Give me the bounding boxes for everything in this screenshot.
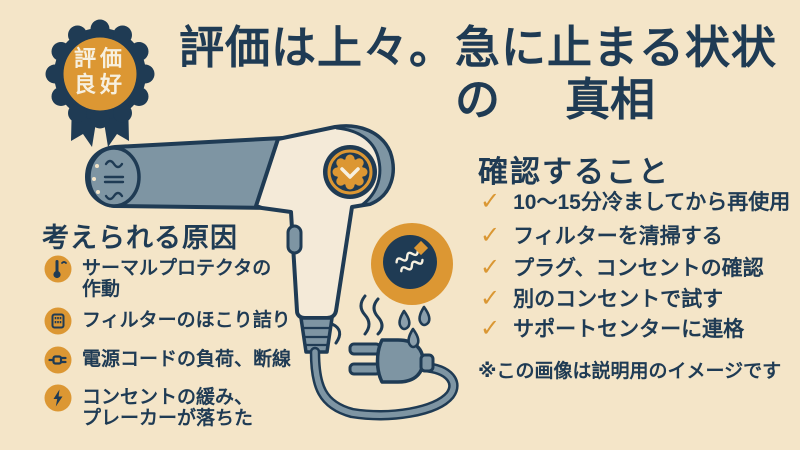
dryer-body: [254, 124, 395, 354]
cause-text: フィルターのほこり詰り: [82, 310, 291, 331]
cause-text: サーマルプロテクタの 作動: [82, 258, 272, 300]
thermometer-icon: [44, 255, 72, 283]
check-icon: ✓: [480, 285, 501, 312]
steam-icon: [359, 294, 384, 336]
cause-item-breaker: コンセントの緩み、 プレーカーが落ちた: [44, 384, 253, 429]
lightning-icon: [44, 384, 72, 412]
check-text: フィルターを清掃する: [513, 225, 723, 248]
filter-icon: [44, 307, 72, 335]
check-text: プラグ、コンセントの確認: [513, 257, 764, 280]
checks-heading: 確認すること: [478, 156, 670, 189]
dryer-nozzle: [85, 136, 285, 210]
check-text: 別のコンセントで試す: [513, 288, 724, 311]
page-title-line1: 評価は上々。急に止まる状状の: [178, 22, 777, 125]
check-item-cool-down: ✓ 10〜15分冷ましてから再使用: [480, 190, 790, 215]
error-badge-icon: [371, 223, 453, 305]
badge-label-line2: 良好: [73, 72, 126, 97]
cord-boot: [299, 316, 342, 354]
check-item-plug-outlet: ✓ プラグ、コンセントの確認: [480, 256, 764, 281]
check-item-clean-filter: ✓ フィルターを清掃する: [480, 224, 723, 249]
check-icon: ✓: [480, 315, 501, 342]
cause-text: 電源コードの負荷、断線: [82, 349, 292, 370]
water-drops-icon: [398, 305, 431, 349]
plug-illustration: [348, 338, 435, 384]
award-rosette-icon: [45, 19, 155, 147]
cause-item-filter-dust: フィルターのほこり詰り: [44, 307, 291, 335]
causes-heading: 考えられる原因: [42, 223, 238, 253]
power-cord: [309, 346, 459, 421]
check-icon: ✓: [480, 254, 501, 281]
check-item-support-center: ✓ サポートセンターに連格: [480, 317, 744, 342]
airflow-marks-icon: [103, 159, 125, 201]
disclaimer-note: ※この画像は説明用のイメージです: [478, 361, 782, 382]
check-icon: ✓: [480, 222, 501, 249]
page-title-line2: 真相: [564, 74, 655, 125]
check-item-other-outlet: ✓ 別のコンセントで試す: [480, 287, 723, 312]
cause-item-thermal-protector: サーマルプロテクタの 作動: [44, 255, 271, 300]
badge-label-line1: 評価: [73, 46, 126, 71]
power-cord-icon: [44, 346, 72, 374]
cause-text: コンセントの緩み、 プレーカーが落ちた: [82, 387, 254, 429]
check-text: 10〜15分冷ましてから再使用: [513, 191, 791, 214]
dryer-switch: [286, 224, 303, 255]
check-text: サポートセンターに連格: [513, 318, 745, 341]
cause-item-cord-damage: 電源コードの負荷、断線: [44, 346, 291, 374]
speckle-dots: [92, 164, 100, 194]
verified-badge-icon: [323, 145, 377, 199]
check-icon: ✓: [480, 188, 501, 215]
